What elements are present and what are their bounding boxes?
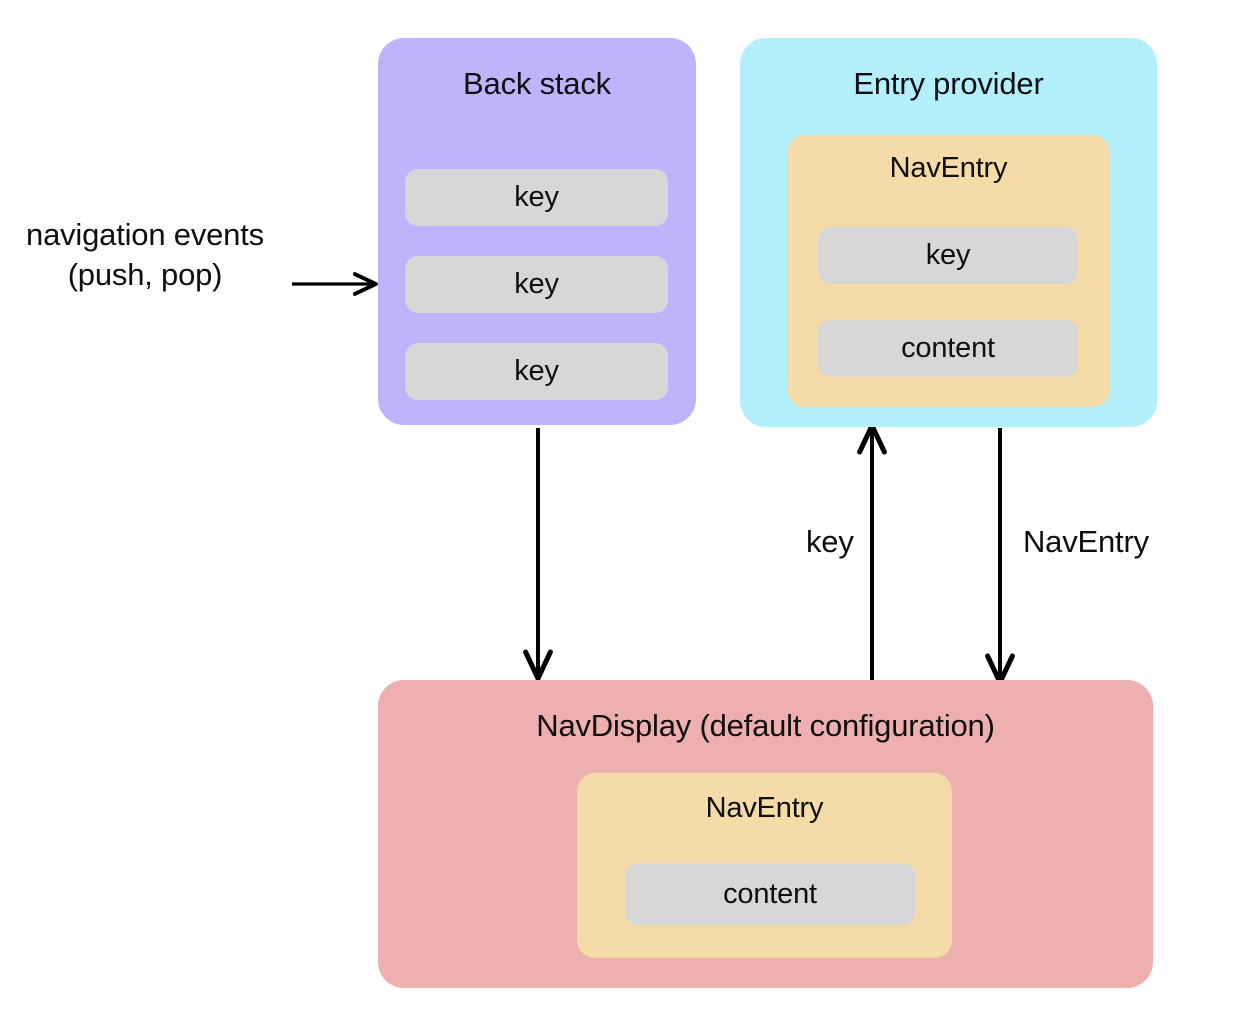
back-stack-slot-key-1: key <box>405 256 668 313</box>
nav-display-slot-content: content <box>625 863 915 925</box>
navigation-events-label: navigation events (push, pop) <box>10 215 280 295</box>
entry-provider-slot-content: content <box>818 320 1078 377</box>
entry-provider-title: Entry provider <box>853 66 1044 101</box>
nav-display-nav-entry-title: NavEntry <box>705 792 824 824</box>
entry-provider-nav-entry-title: NavEntry <box>889 152 1008 184</box>
key-flow-label: key <box>806 524 854 559</box>
naventry-flow-label: NavEntry <box>1023 524 1149 559</box>
back-stack-title: Back stack <box>463 66 611 101</box>
entry-provider-slot-key: key <box>818 227 1078 284</box>
back-stack-slot-key-2: key <box>405 343 668 400</box>
nav-display-title: NavDisplay (default configuration) <box>536 708 995 743</box>
back-stack-slot-key-0: key <box>405 169 668 226</box>
navigation-events-line-2: (push, pop) <box>67 257 223 292</box>
navigation-events-line-1: navigation events <box>26 217 264 252</box>
